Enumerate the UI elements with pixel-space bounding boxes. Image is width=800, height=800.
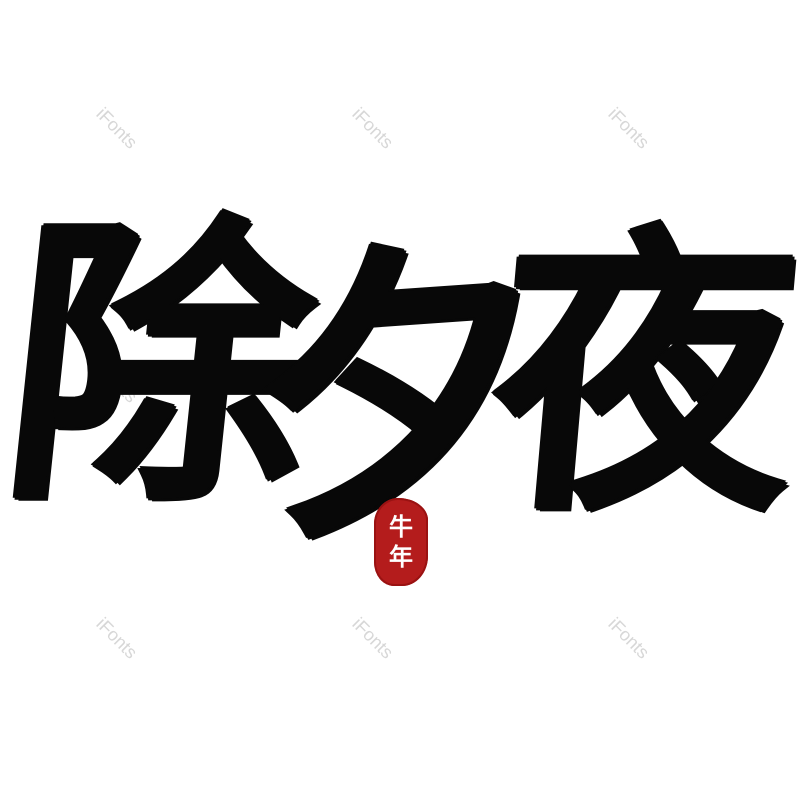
- watermark-text: iFonts: [92, 103, 142, 153]
- watermark-text: iFonts: [92, 613, 142, 663]
- red-seal-stamp: 牛年: [374, 498, 428, 586]
- seal-text: 牛年: [389, 513, 413, 571]
- watermark-text: iFonts: [604, 613, 654, 663]
- calligraphy-char-3: 夜: [479, 198, 800, 551]
- watermark-text: iFonts: [604, 103, 654, 153]
- watermark-text: iFonts: [348, 613, 398, 663]
- watermark-text: iFonts: [348, 103, 398, 153]
